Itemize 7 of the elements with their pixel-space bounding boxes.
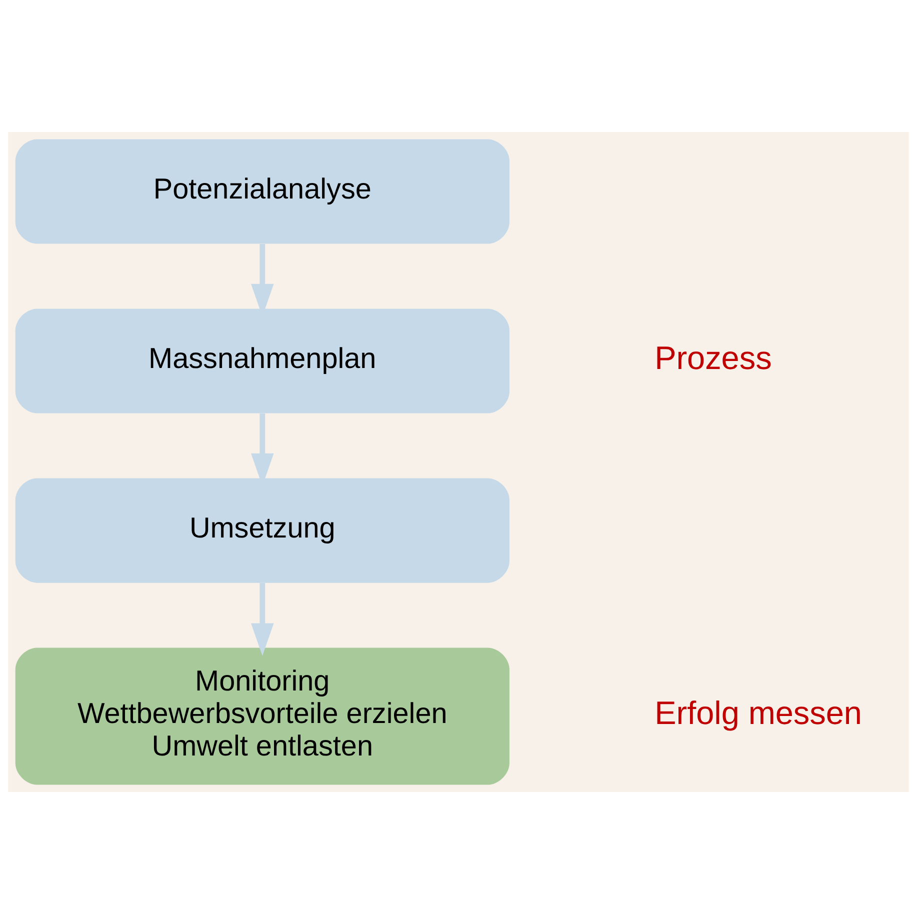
label: Prozess bbox=[654, 339, 772, 376]
node-box: Monitoring Wettbewerbsvorteile erzielen Umwelt entlasten bbox=[15, 647, 510, 784]
arrow bbox=[251, 582, 274, 656]
node-box: Massnahmenplan bbox=[15, 308, 510, 413]
label: Erfolg messen bbox=[654, 694, 862, 731]
node-box: Umsetzung bbox=[15, 478, 510, 582]
node-box: Potenzialanalyse bbox=[15, 138, 510, 244]
